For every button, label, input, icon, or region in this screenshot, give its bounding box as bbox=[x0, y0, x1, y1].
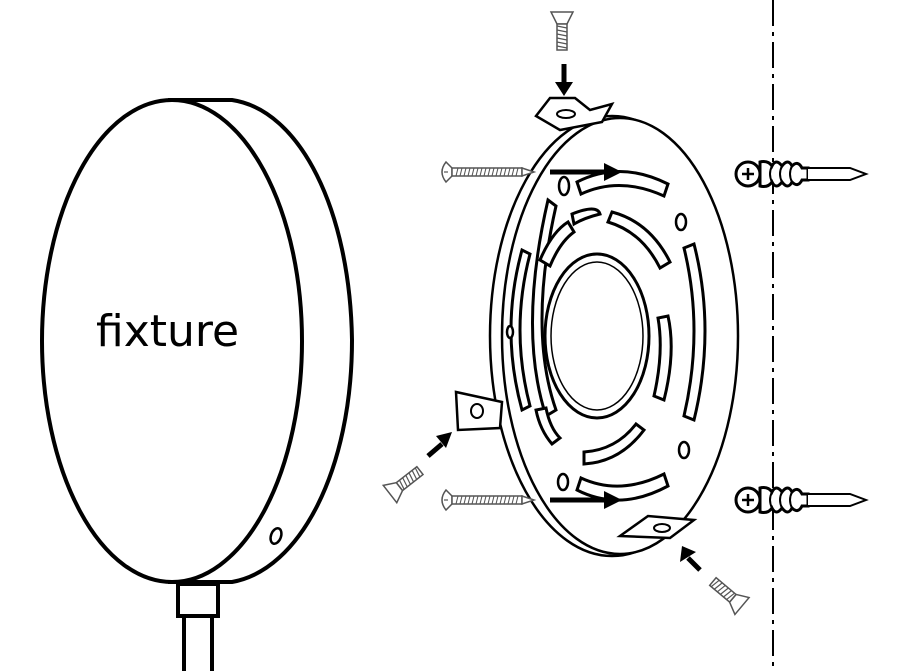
fixture-screw-hole bbox=[269, 527, 283, 545]
fixture-body: fixture bbox=[40, 98, 355, 671]
screw-long-upper bbox=[441, 161, 535, 183]
arrow-right-upper bbox=[550, 163, 622, 181]
fixture-stem-collar bbox=[176, 582, 220, 618]
arrow-diagonal-right bbox=[680, 546, 702, 572]
wall-anchors bbox=[734, 160, 868, 514]
wall-anchor-lower bbox=[734, 486, 868, 514]
wall-anchor-upper bbox=[734, 160, 868, 188]
screw-top bbox=[550, 11, 574, 51]
arrow-diagonal-left bbox=[426, 432, 452, 458]
mounting-plate bbox=[454, 96, 740, 558]
arrow-down-top bbox=[555, 64, 573, 96]
direction-arrows bbox=[426, 64, 702, 572]
arrow-right-lower bbox=[550, 491, 622, 509]
fixture-label: fixture bbox=[96, 306, 239, 357]
screw-bottom-left bbox=[382, 461, 428, 504]
screw-long-lower bbox=[441, 489, 535, 511]
screw-bottom-right bbox=[705, 572, 750, 616]
